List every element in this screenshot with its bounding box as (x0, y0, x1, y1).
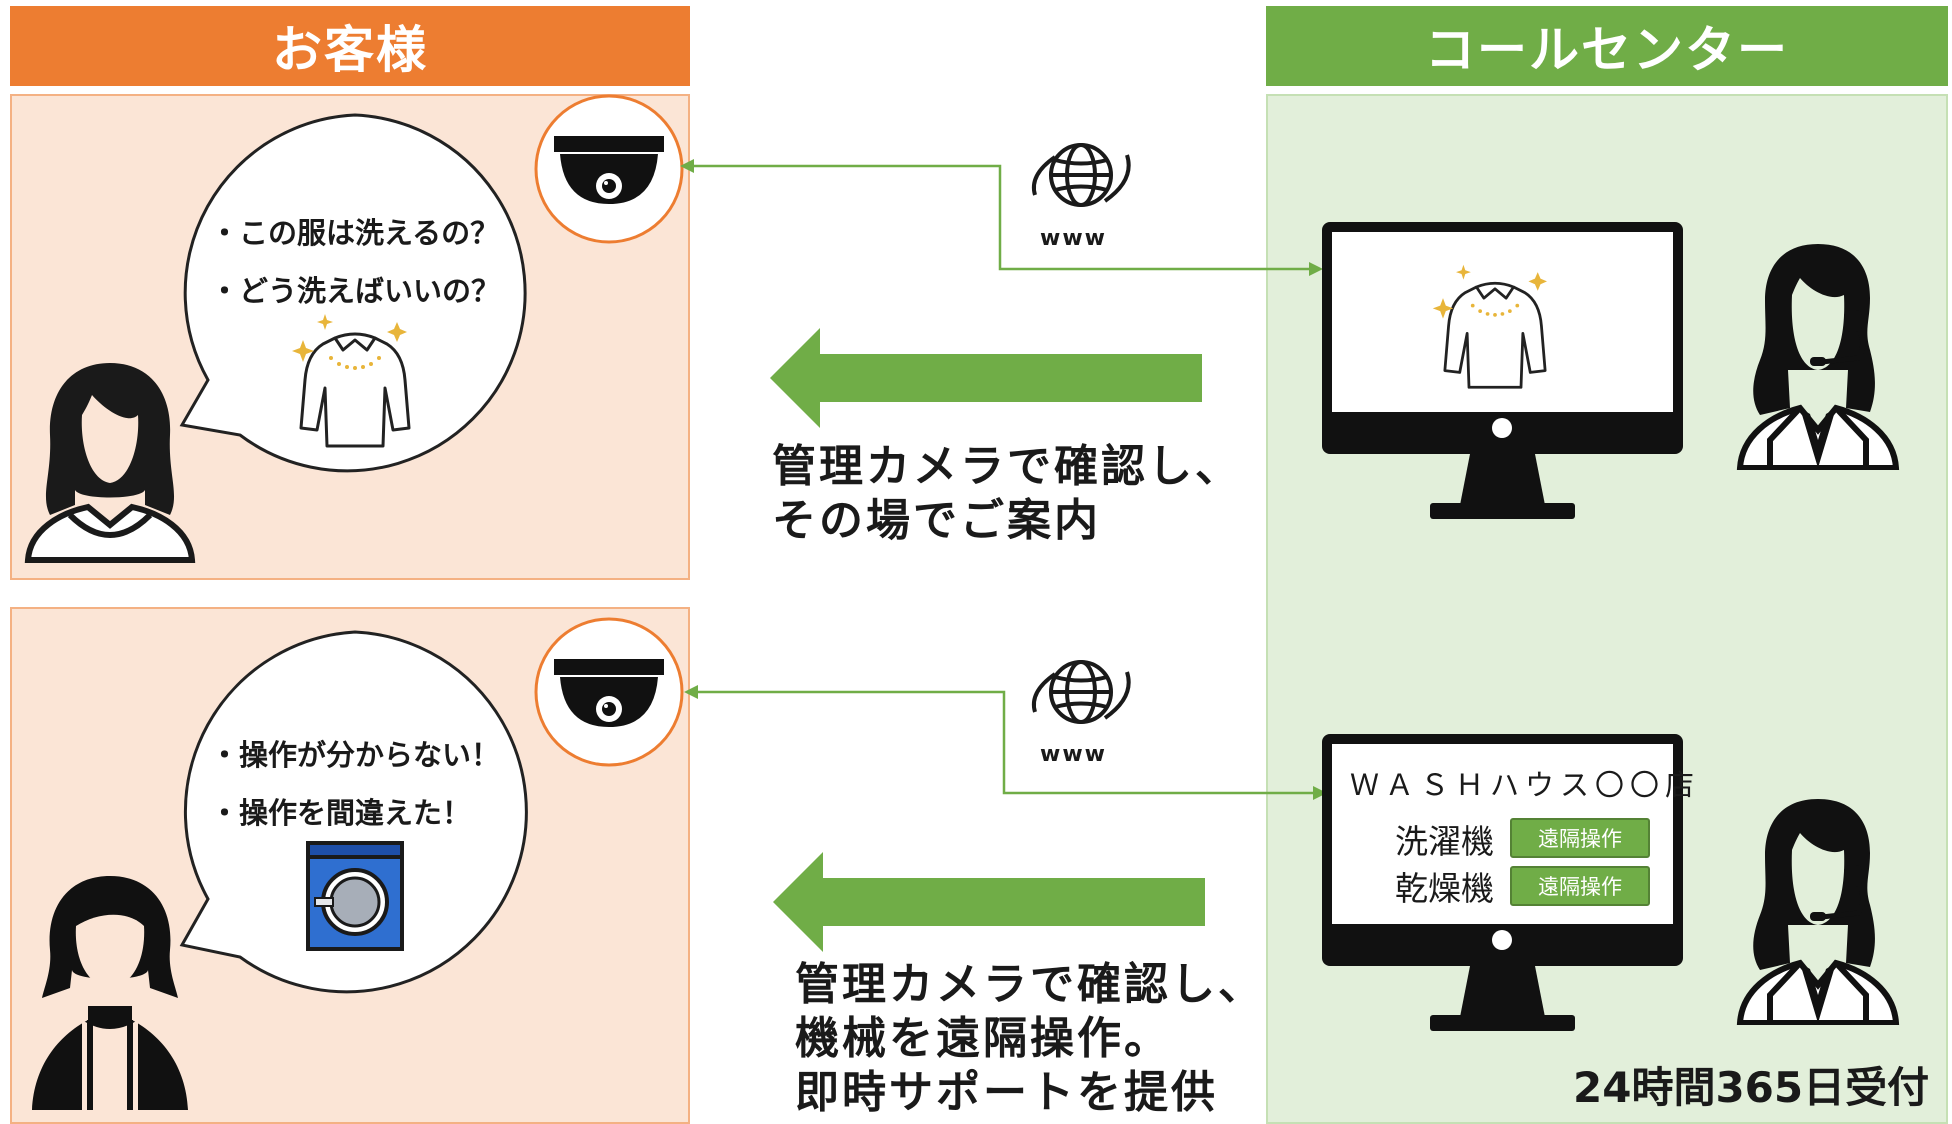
www-label-2: www (1040, 742, 1107, 767)
caption-2-line-2: 機械を遠隔操作。 (795, 1013, 1171, 1064)
globe-www-icon (1032, 660, 1131, 724)
bubble-1-line-2: ・どう洗えばいいの？ (210, 274, 501, 308)
network-connector-2 (684, 685, 1327, 800)
caption-2-line-3: 即時サポートを提供 (795, 1067, 1218, 1118)
service-hours-label: 24時間365日受付 (1573, 1063, 1930, 1112)
machine-name-dryer: 乾燥機 (1395, 869, 1494, 908)
bubble-2-line-2: ・操作を間違えた！ (210, 796, 472, 830)
bubble-2-line-1: ・操作が分からない！ (210, 738, 501, 772)
caption-1-line-2: その場でご案内 (772, 495, 1101, 546)
globe-www-icon (1032, 143, 1131, 207)
washing-machine-icon (306, 841, 404, 951)
operator-headset-icon (1736, 244, 1900, 470)
sweater-icon (292, 314, 411, 448)
monitor-icon (1322, 222, 1683, 519)
customer-header-label: お客様 (272, 21, 428, 79)
call-center-header-label: コールセンター (1425, 21, 1789, 79)
caption-1: 管理カメラで確認し、 その場でご案内 (772, 440, 1242, 548)
www-label-1: www (1040, 226, 1107, 251)
security-camera-icon (534, 617, 684, 767)
caption-2-line-1: 管理カメラで確認し、 (795, 959, 1265, 1010)
remote-operate-washer-button[interactable]: 遠隔操作 (1510, 818, 1650, 858)
woman-icon (24, 363, 196, 563)
network-connector-1 (680, 159, 1323, 276)
speech-bubble-2 (179, 630, 528, 994)
remote-control-arrow-2 (773, 852, 1205, 952)
call-center-header: コールセンター (1266, 6, 1948, 86)
speech-bubble-1 (179, 113, 527, 473)
security-camera-icon (534, 94, 684, 244)
caption-1-line-1: 管理カメラで確認し、 (772, 441, 1242, 492)
operator-headset-icon (1736, 799, 1900, 1025)
remote-operate-dryer-button[interactable]: 遠隔操作 (1510, 866, 1650, 906)
store-name: ＷＡＳＨハウス〇〇店 (1350, 768, 1701, 802)
machine-name-washer: 洗濯機 (1395, 822, 1494, 861)
sweater-icon (1432, 264, 1547, 389)
caption-2: 管理カメラで確認し、 機械を遠隔操作。 即時サポートを提供 (795, 958, 1265, 1120)
customer-header: お客様 (10, 6, 690, 86)
guidance-arrow-1 (770, 328, 1202, 428)
bubble-1-line-1: ・この服は洗えるの？ (210, 216, 500, 250)
woman-icon (32, 876, 188, 1110)
